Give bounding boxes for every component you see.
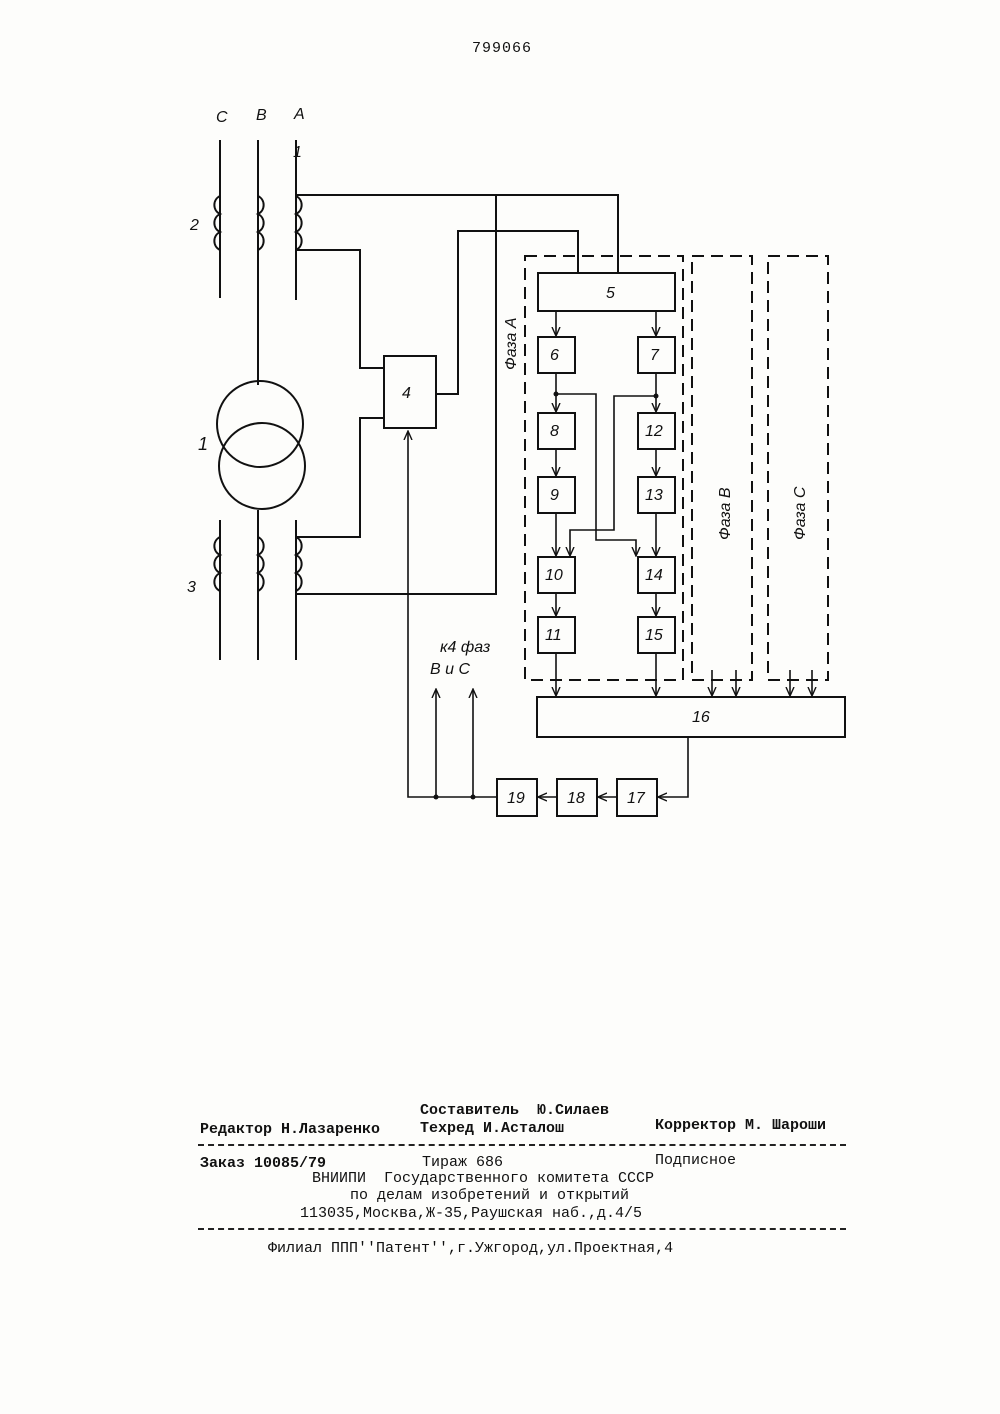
block-label-15: 15	[645, 627, 663, 644]
footer-corrector: Корректор М. Шароши	[655, 1117, 826, 1134]
footer-techred: Техред И.Асталош	[420, 1120, 564, 1137]
group-label-phase-a: Фаза А	[503, 317, 520, 370]
footer-org-line2: по делам изобретений и открытий	[350, 1187, 629, 1204]
block-label-1: 1	[198, 434, 208, 454]
footer-branch: Филиал ППП''Патент'',г.Ужгород,ул.Проект…	[268, 1240, 673, 1257]
footer-circulation: Тираж 686	[422, 1154, 503, 1171]
footer-org-line1: ВНИИПИ Государственного комитета СССР	[312, 1170, 654, 1187]
footer-compiler: Составитель Ю.Силаев	[420, 1102, 609, 1119]
group-label-phase-b: Фаза В	[717, 487, 734, 540]
block-label-10: 10	[545, 567, 563, 584]
to-blocks-note-2: В и С	[430, 661, 470, 678]
diagram-labels: C B A 1 1 2 3 4 5 6 7 8 9 10 11 12 13 14…	[187, 106, 809, 807]
phase-label-c: C	[216, 109, 228, 126]
block-label-8: 8	[550, 423, 559, 440]
block-label-3: 3	[187, 579, 196, 596]
block-label-13: 13	[645, 487, 663, 504]
block-label-5: 5	[606, 285, 615, 302]
block-label-16: 16	[692, 709, 710, 726]
phase-label-a: A	[293, 106, 305, 123]
block-label-7: 7	[650, 347, 660, 364]
block-label-19: 19	[507, 790, 525, 807]
block-label-18: 18	[567, 790, 585, 807]
footer-org-line3: 113035,Москва,Ж-35,Раушская наб.,д.4/5	[300, 1205, 642, 1222]
block-label-17: 17	[627, 790, 646, 807]
block-label-12: 12	[645, 423, 663, 440]
line-1-label: 1	[293, 144, 302, 161]
footer-subscription: Подписное	[655, 1152, 736, 1169]
block-label-9: 9	[550, 487, 559, 504]
footer-rule-bottom	[198, 1228, 846, 1230]
footer-editor: Редактор Н.Лазаренко	[200, 1121, 380, 1138]
group-label-phase-c: Фаза С	[792, 486, 809, 540]
block-label-14: 14	[645, 567, 663, 584]
to-blocks-note-1: к4 фаз	[440, 639, 490, 656]
footer-order: Заказ 10085/79	[200, 1155, 326, 1172]
phase-label-b: B	[256, 107, 267, 124]
block-label-2: 2	[189, 217, 199, 234]
signal-arrows	[408, 311, 812, 797]
block-label-6: 6	[550, 347, 559, 364]
block-label-4: 4	[402, 385, 411, 402]
block-label-11: 11	[545, 627, 562, 644]
wiring	[214, 140, 845, 816]
footer-rule-top	[198, 1144, 846, 1146]
